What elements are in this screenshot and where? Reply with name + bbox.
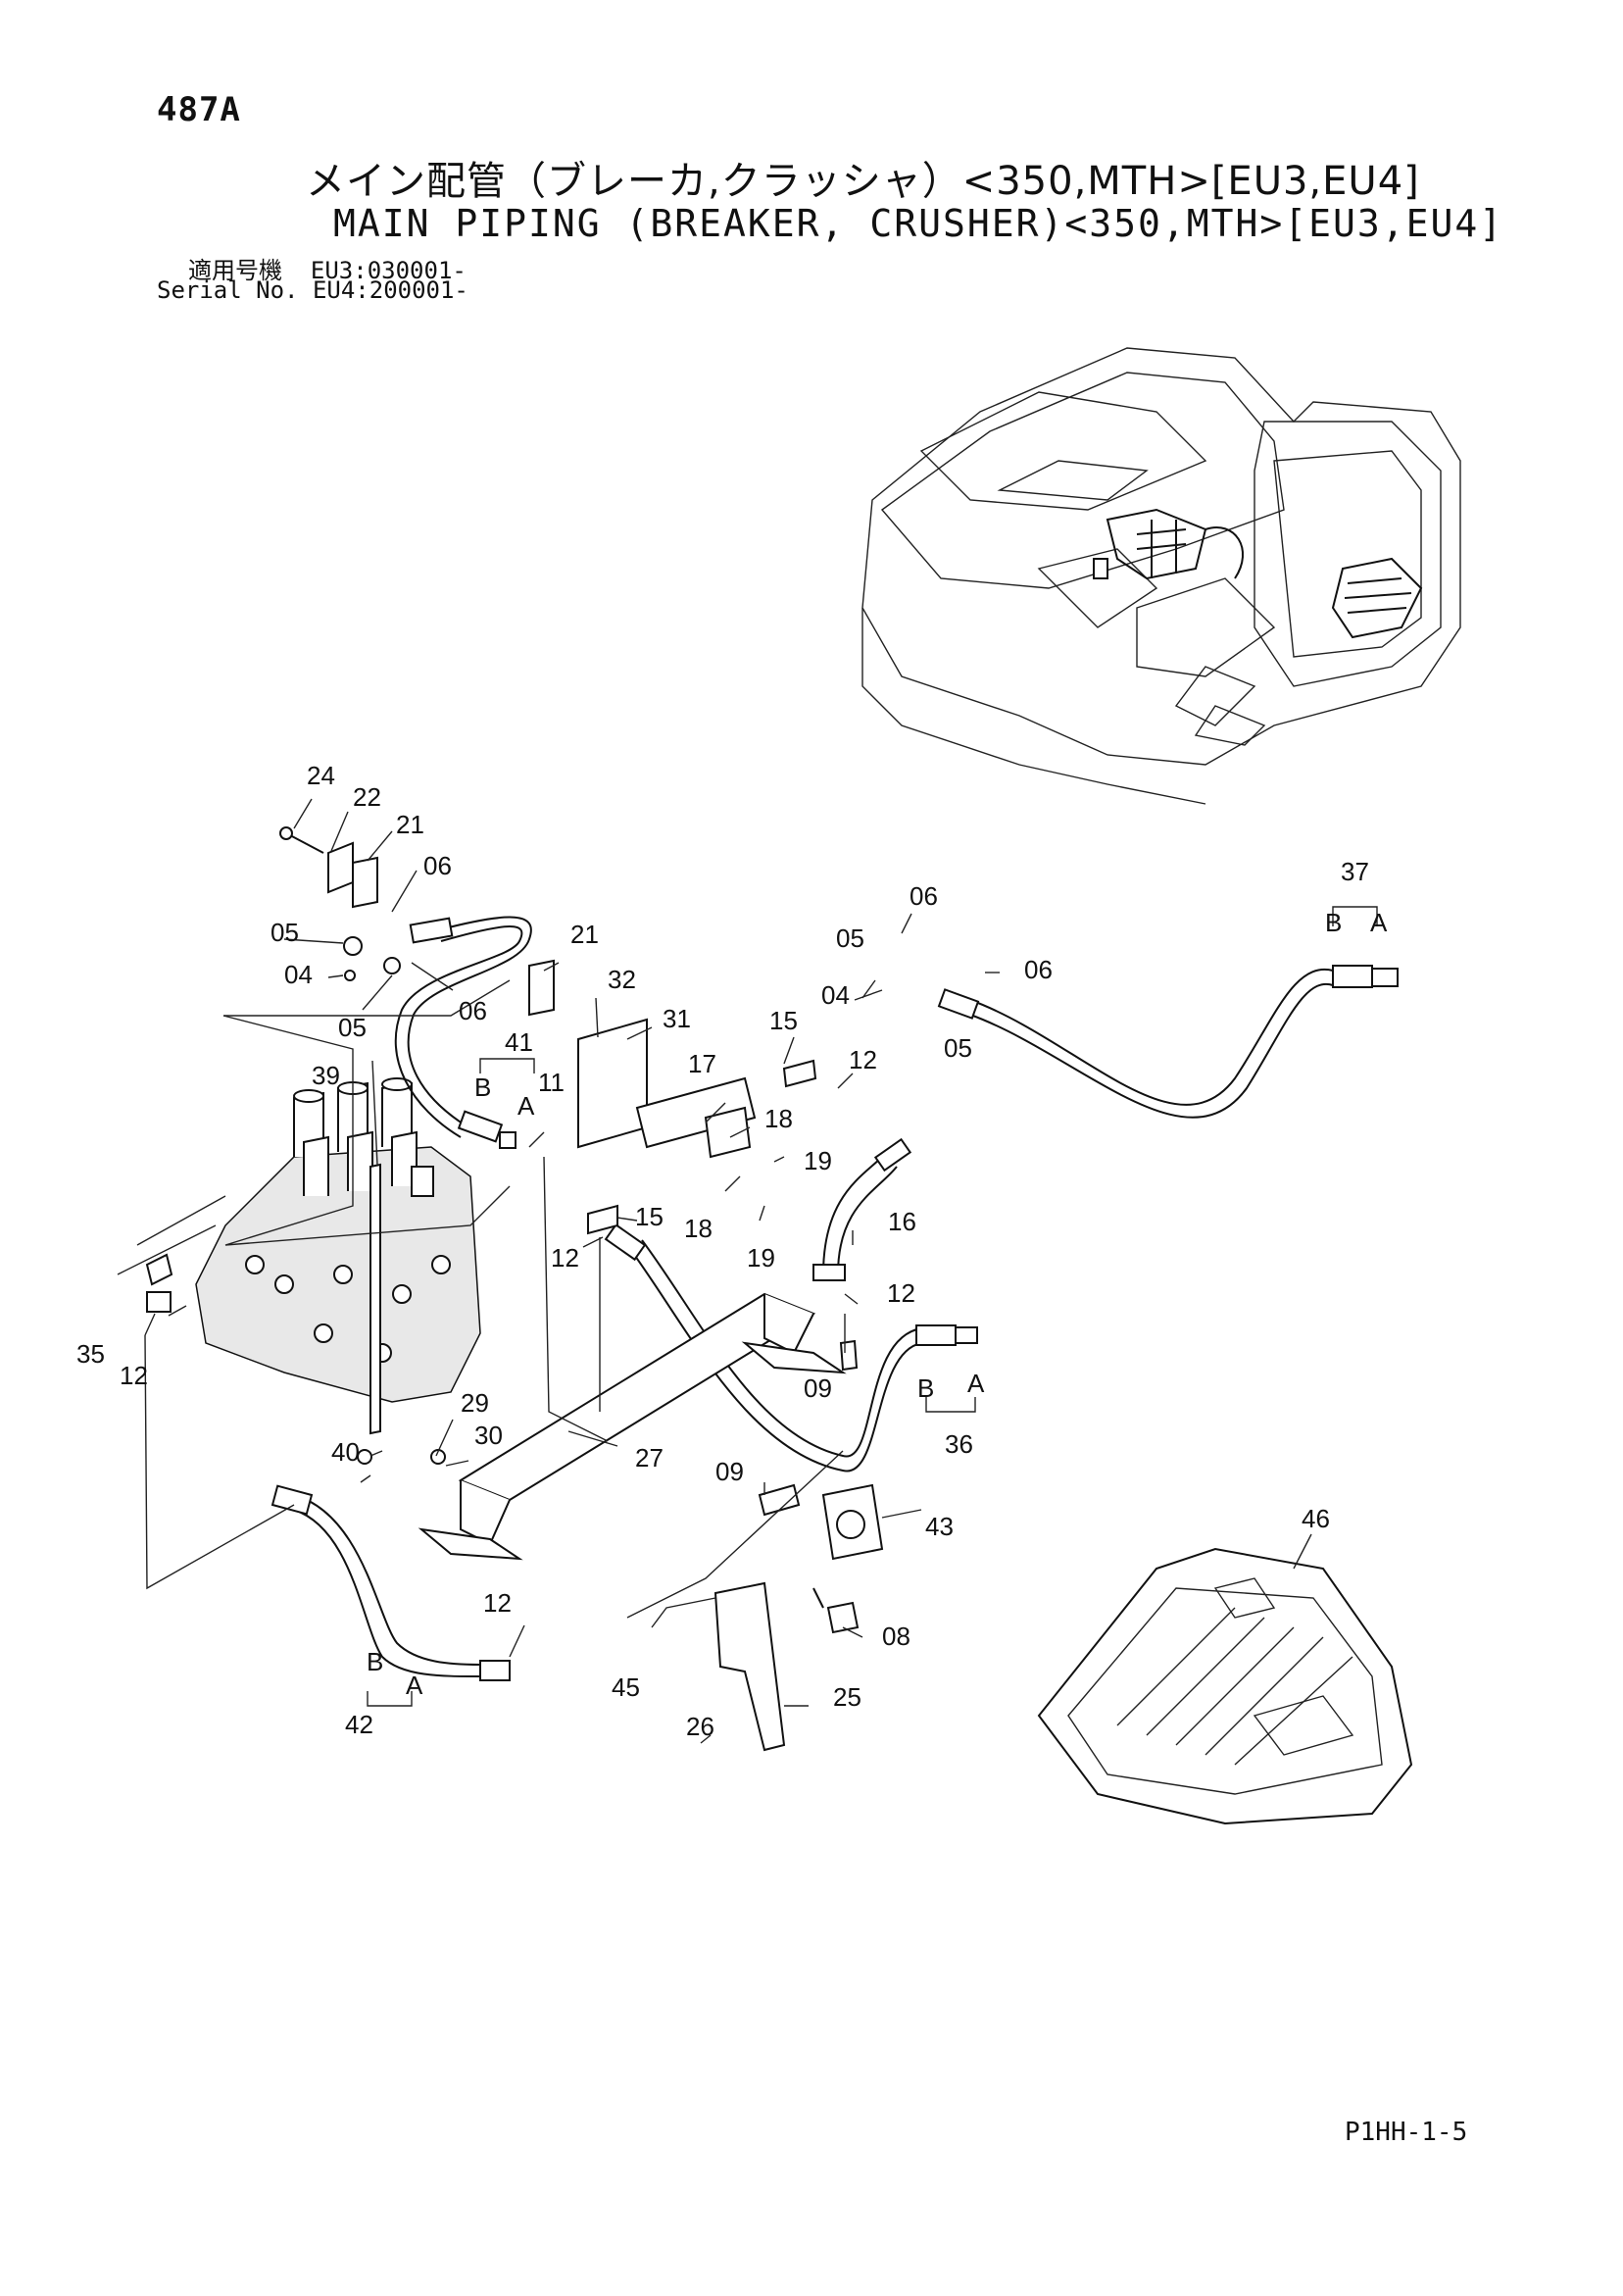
callout-09: 09	[804, 1373, 832, 1403]
pair-brackets	[367, 906, 1378, 1707]
callout-30: 30	[474, 1421, 503, 1450]
callout-04: 04	[821, 980, 850, 1010]
callout-19: 19	[804, 1146, 832, 1175]
callout-09: 09	[715, 1457, 744, 1486]
callout-32: 32	[608, 965, 636, 994]
callout-05: 05	[944, 1033, 972, 1063]
callout-18: 18	[764, 1104, 793, 1133]
callout-16: 16	[888, 1207, 916, 1236]
callout-37-a: A	[1370, 908, 1388, 937]
callout-12: 12	[887, 1278, 915, 1308]
callout-05: 05	[836, 923, 864, 953]
callout-12: 12	[483, 1588, 512, 1618]
callout-18: 18	[684, 1214, 713, 1243]
callout-19: 19	[747, 1243, 775, 1273]
hoses	[270, 916, 1399, 1681]
callout-15: 15	[769, 1006, 798, 1035]
callout-05: 05	[270, 918, 299, 947]
callout-46: 46	[1302, 1504, 1330, 1533]
callout-42: 42	[345, 1710, 373, 1739]
callout-05: 05	[338, 1013, 367, 1042]
callout-42-b: B	[367, 1647, 383, 1676]
callout-41-b: B	[474, 1073, 491, 1102]
callout-04: 04	[284, 960, 313, 989]
serial-number-eu4: Serial No. EU4:200001-	[157, 276, 468, 304]
leader-lines	[144, 798, 1312, 1744]
callout-15: 15	[635, 1202, 664, 1231]
callout-43: 43	[925, 1512, 954, 1541]
title-english: MAIN PIPING (BREAKER, CRUSHER)<350,MTH>[…	[333, 202, 1504, 245]
footer-code: P1HH-1-5	[1345, 2118, 1468, 2147]
callout-39: 39	[312, 1061, 340, 1090]
callout-36-a: A	[967, 1369, 985, 1398]
callout-06: 06	[1024, 955, 1053, 984]
callout-25: 25	[833, 1682, 861, 1712]
serial-number-eu3: 適用号機 EU3:030001-	[188, 257, 467, 284]
callout-40: 40	[331, 1437, 360, 1467]
callout-21: 21	[396, 810, 424, 839]
callout-06: 06	[423, 851, 452, 880]
callout-41: 41	[505, 1027, 533, 1057]
callout-35: 35	[76, 1339, 105, 1369]
callout-21: 21	[570, 920, 599, 949]
callout-06: 06	[910, 881, 938, 911]
control-valve-assembly	[117, 1077, 481, 1403]
callout-12: 12	[120, 1361, 148, 1390]
page-number: 487A	[157, 90, 241, 129]
callout-37-b: B	[1325, 908, 1342, 937]
callout-11: 11	[538, 1068, 565, 1097]
callout-29: 29	[461, 1388, 489, 1418]
title-japanese: メイン配管（ブレーカ,クラッシャ）<350,MTH>[EU3,EU4]	[306, 159, 1420, 204]
bracket-parts	[146, 826, 884, 1752]
callout-17: 17	[688, 1049, 716, 1078]
callout-26: 26	[686, 1712, 714, 1741]
callout-12: 12	[849, 1045, 877, 1074]
callout-31: 31	[663, 1004, 691, 1033]
callout-08: 08	[882, 1622, 910, 1651]
callout-41-a: A	[517, 1091, 535, 1121]
callout-42-a: A	[406, 1671, 423, 1700]
excavator-overview-illustration	[861, 347, 1461, 805]
callout-22: 22	[353, 782, 381, 812]
floor-mat-illustration	[1037, 1547, 1413, 1825]
callout-27: 27	[635, 1443, 664, 1472]
callout-06: 06	[459, 996, 487, 1025]
callout-37: 37	[1341, 857, 1369, 886]
callout-24: 24	[307, 761, 335, 790]
callout-labels: 24 22 21 06 05 04 06 05 21 32 31 41 B A …	[76, 761, 1388, 1741]
callout-45: 45	[612, 1672, 640, 1702]
callout-36: 36	[945, 1429, 973, 1459]
callout-36-b: B	[917, 1373, 934, 1403]
callout-12: 12	[551, 1243, 579, 1273]
